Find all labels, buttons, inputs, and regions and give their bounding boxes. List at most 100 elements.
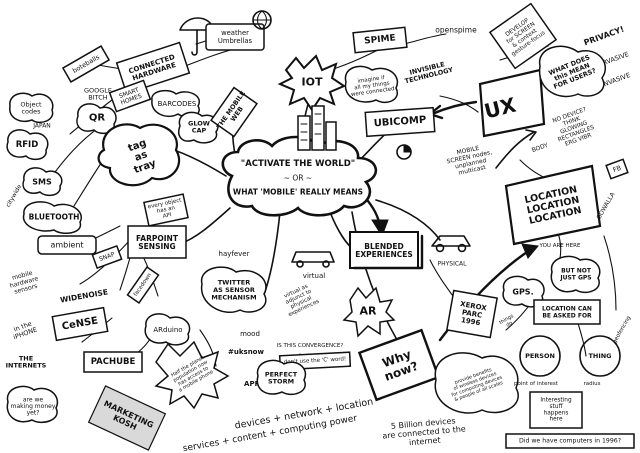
ubicomp-label: UBICOMP xyxy=(373,115,426,130)
node-apps: APPS! xyxy=(244,380,268,388)
location-label: LOCATIONLOCATIONLOCATION xyxy=(524,184,583,227)
node-invisible-tech: INVISIBLETECHNOLOGY xyxy=(402,59,454,86)
node-provide-benefits: provide benefitsof wireless devicesfor c… xyxy=(434,352,519,414)
node-widenoise: WIDENOISE xyxy=(59,287,108,304)
node-ux: UX xyxy=(478,68,546,138)
node-gps: GPS. xyxy=(502,275,545,308)
sms-label: SMS xyxy=(32,178,52,187)
point-of-interest-label: point of interest xyxy=(514,381,559,387)
citywide-label: citywide xyxy=(5,183,24,208)
node-barcodes: BARCODES xyxy=(151,89,201,118)
mobile-hardware-label: mobilehardwaresensors xyxy=(7,268,41,296)
pie-icon xyxy=(396,144,412,160)
node-cense: CeNSE xyxy=(51,306,109,342)
node-why-now: Whynow? xyxy=(357,328,441,402)
iot-label: IOT xyxy=(302,76,323,89)
arduino-label: ARduino xyxy=(153,326,182,334)
node-smart-homes: SMARTHOMES xyxy=(108,79,152,113)
five-billion-label: 5 Billion devicesare connected to theint… xyxy=(381,415,467,449)
japan-label: JAPAN xyxy=(32,123,51,130)
node-virtual-adjunct: virtual asadjunct tophysicalexperiences xyxy=(280,282,321,318)
radius-label: radius xyxy=(583,381,600,387)
central-topic: "ACTIVATE THE WORLD" ~ OR ~ WHAT 'MOBILE… xyxy=(221,135,378,217)
central-topic-line1: "ACTIVATE THE WORLD" xyxy=(241,159,355,169)
geofencing-label: geofencing xyxy=(612,315,632,344)
hayfever-label: hayfever xyxy=(219,250,250,258)
node-spime: SPIME xyxy=(352,26,408,54)
openspime-label: openspime xyxy=(435,26,477,35)
node-privacy: PRIVACY! xyxy=(583,25,626,48)
widenoise-label: WIDENOISE xyxy=(59,287,108,304)
virtual-adjunct-label: virtual asadjunct tophysicalexperiences xyxy=(280,282,321,318)
node-virtual: virtual xyxy=(291,251,335,280)
node-five-billion: 5 Billion devicesare connected to theint… xyxy=(381,415,467,449)
person-label: PERSON xyxy=(525,352,555,360)
car-icon: PHYSICAL xyxy=(431,235,471,268)
snow-label: #uksnow xyxy=(228,348,264,356)
thing-label: THING xyxy=(588,352,611,360)
node-person: PERSON xyxy=(519,335,561,377)
node-in-the-iphone: in theiPHONE xyxy=(10,319,38,342)
node-develop: DEVELOPfor SCREEN& contextgesture-focus xyxy=(488,2,558,70)
node-imagine: imagine ifall my thingswere connected xyxy=(344,65,399,104)
node-mobile-web: THE MOBILEWEB xyxy=(210,86,258,138)
node-xerox: XEROXPARC1996 xyxy=(445,289,499,339)
node-ambient: ambient xyxy=(37,235,97,255)
spime-label: SPIME xyxy=(364,33,396,46)
node-half-the-planet: Half the planetpopulation nowhas access … xyxy=(154,340,230,410)
invisible-tech-label: INVISIBLETECHNOLOGY xyxy=(402,59,454,86)
node-no-device: NO DEVICE?THINKGLOWINGRECTANGLESERG VIBR xyxy=(551,106,598,149)
node-ubicomp: UBICOMP xyxy=(364,106,436,138)
central-topic-line2: ~ OR ~ xyxy=(284,174,312,183)
node-thing: THING xyxy=(579,335,621,377)
connector-lines xyxy=(51,31,617,383)
in-the-iphone-label: in theiPHONE xyxy=(10,319,38,342)
bluetooth-label: BLUETOOTH xyxy=(29,213,80,222)
body-label: BODY xyxy=(531,142,549,154)
ar-label: AR xyxy=(360,305,378,318)
virtual-label: virtual xyxy=(303,272,325,280)
is-this-convergence-label: IS THIS CONVERGENCE? xyxy=(277,343,344,349)
rfid-label: RFID xyxy=(16,140,39,150)
barcodes-label: BARCODES xyxy=(158,100,197,108)
invasive-label: INVASIVE xyxy=(601,71,632,89)
node-location: LOCATIONLOCATIONLOCATION xyxy=(504,164,602,246)
did-we-have-label: Did we have computers in 1996? xyxy=(519,438,621,445)
node-sms: SMS xyxy=(22,167,63,197)
arrow-ux-to-ubicomp xyxy=(428,100,478,120)
node-qr: QR xyxy=(76,103,117,135)
ambient-label: ambient xyxy=(50,241,83,250)
gowalla-label: GOWALLA xyxy=(595,190,617,220)
node-every-object: every objecthas anAPI xyxy=(143,193,189,227)
node-iot: IOT xyxy=(277,54,347,112)
node-arduino: ARduino xyxy=(144,313,191,346)
node-bluetooth: BLUETOOTH xyxy=(22,201,83,235)
node-boteballs: boteballs xyxy=(61,45,111,83)
no-device-label: NO DEVICE?THINKGLOWINGRECTANGLESERG VIBR xyxy=(551,106,598,149)
node-pachube: PACHUBE xyxy=(83,351,143,373)
node-what-does-it-mean: WHAT DOESthis MEANFOR USERS? xyxy=(538,45,607,98)
node-is-this-convergence: IS THIS CONVERGENCE? xyxy=(277,343,344,349)
